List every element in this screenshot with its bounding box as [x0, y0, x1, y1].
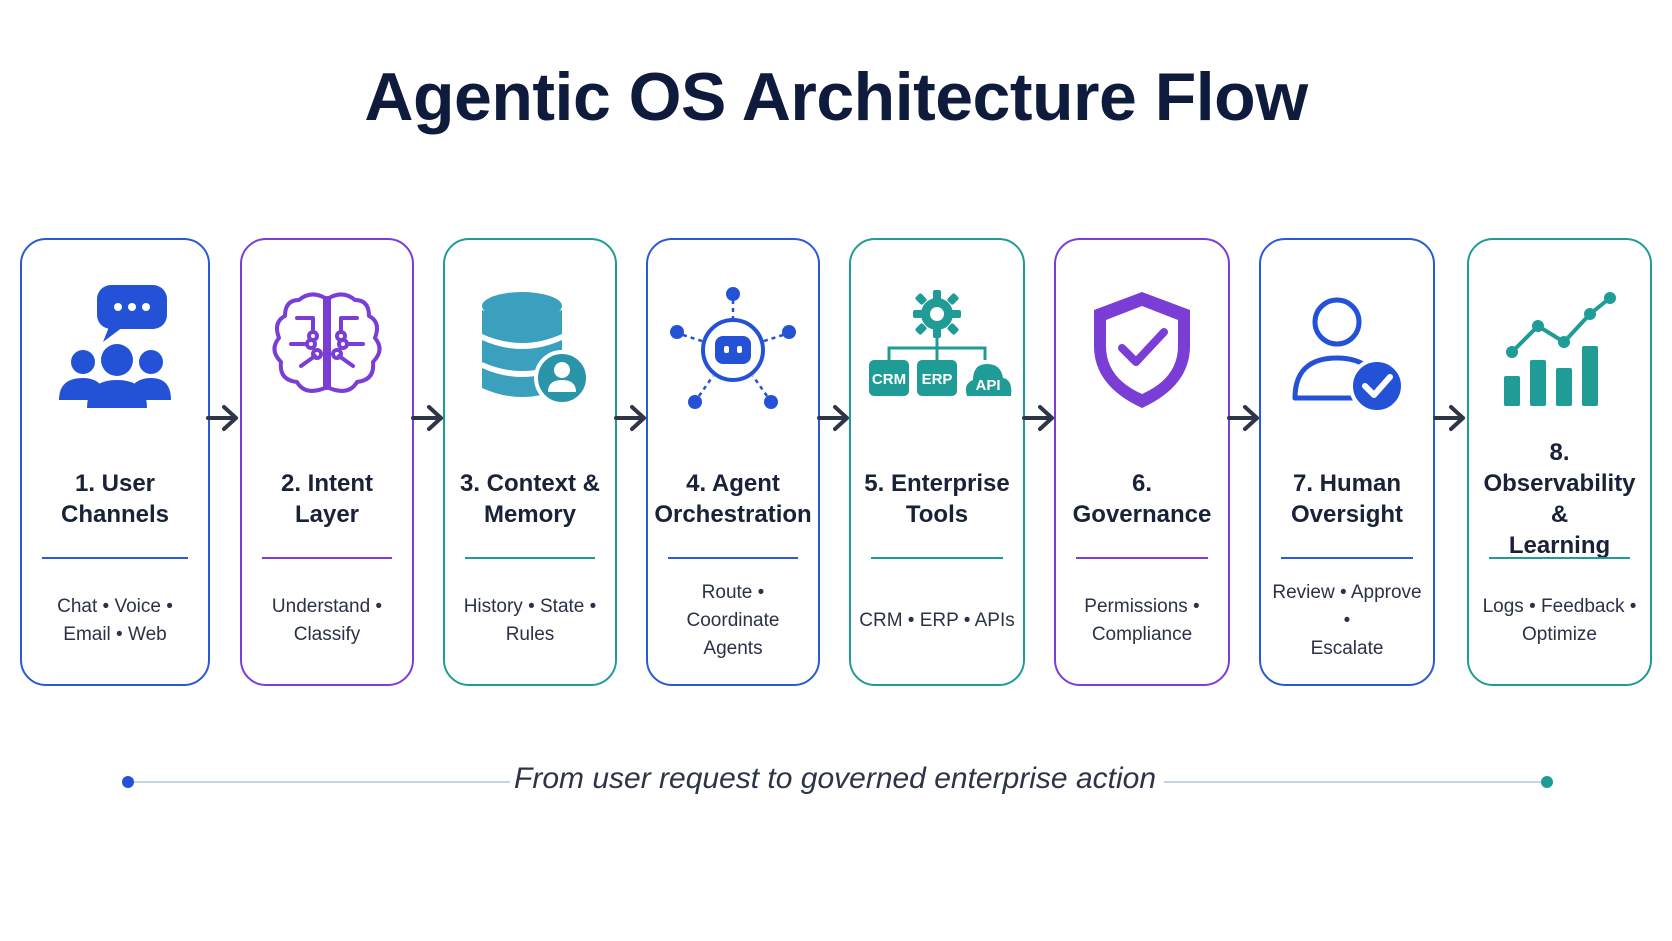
footer-dot-right — [1541, 776, 1553, 788]
step-card-context-memory: 3. Context &Memory History • State •Rule… — [443, 238, 617, 686]
brain-icon — [257, 280, 397, 420]
database-user-icon — [460, 280, 600, 420]
flow-arrow-icon — [206, 403, 240, 433]
step-description: Chat • Voice •Email • Web — [57, 596, 173, 645]
divider — [42, 557, 188, 559]
divider — [262, 557, 392, 559]
flow-arrow-icon — [1433, 403, 1467, 433]
divider — [1281, 557, 1413, 559]
step-description: Review • Approve •Escalate — [1272, 582, 1422, 659]
user-check-icon — [1277, 280, 1417, 420]
page-title: Agentic OS Architecture Flow — [364, 59, 1308, 135]
tool-label-api: API — [975, 377, 1000, 394]
shield-check-icon — [1072, 280, 1212, 420]
step-description: Permissions •Compliance — [1084, 596, 1200, 645]
step-description: History • State •Rules — [463, 596, 597, 645]
step-description: CRM • ERP • APIs — [859, 610, 1015, 631]
tool-label-erp: ERP — [922, 371, 953, 388]
flow-arrow-icon — [411, 403, 445, 433]
step-description: Understand •Classify — [271, 596, 383, 645]
footer-tagline: From user request to governed enterprise… — [514, 762, 1156, 795]
chart-trend-icon — [1490, 280, 1630, 420]
step-heading: 3. Context &Memory — [459, 470, 600, 528]
footer-dot-left — [122, 776, 134, 788]
divider — [668, 557, 798, 559]
flow-arrow-icon — [1022, 403, 1056, 433]
agent-network-icon — [663, 280, 803, 420]
step-description: Logs • Feedback •Optimize — [1482, 596, 1637, 645]
tool-label-crm: CRM — [872, 371, 906, 388]
divider — [1076, 557, 1208, 559]
users-chat-icon — [45, 280, 185, 420]
flow-arrow-icon — [614, 403, 648, 433]
step-card-observability-learning: 8. Observability &Learning Logs • Feedba… — [1467, 238, 1652, 686]
step-card-governance: 6. Governance Permissions •Compliance — [1054, 238, 1230, 686]
divider — [465, 557, 595, 559]
step-heading: 8. Observability &Learning — [1483, 439, 1636, 559]
step-heading: 6. Governance — [1072, 470, 1212, 528]
flow-arrow-icon — [1227, 403, 1261, 433]
divider — [1489, 557, 1630, 559]
footer-line-left — [134, 781, 510, 783]
footer-line-right — [1164, 781, 1542, 783]
divider — [871, 557, 1003, 559]
gear-tools-icon: CRM ERP API — [859, 280, 1015, 420]
flow-arrow-icon — [817, 403, 851, 433]
